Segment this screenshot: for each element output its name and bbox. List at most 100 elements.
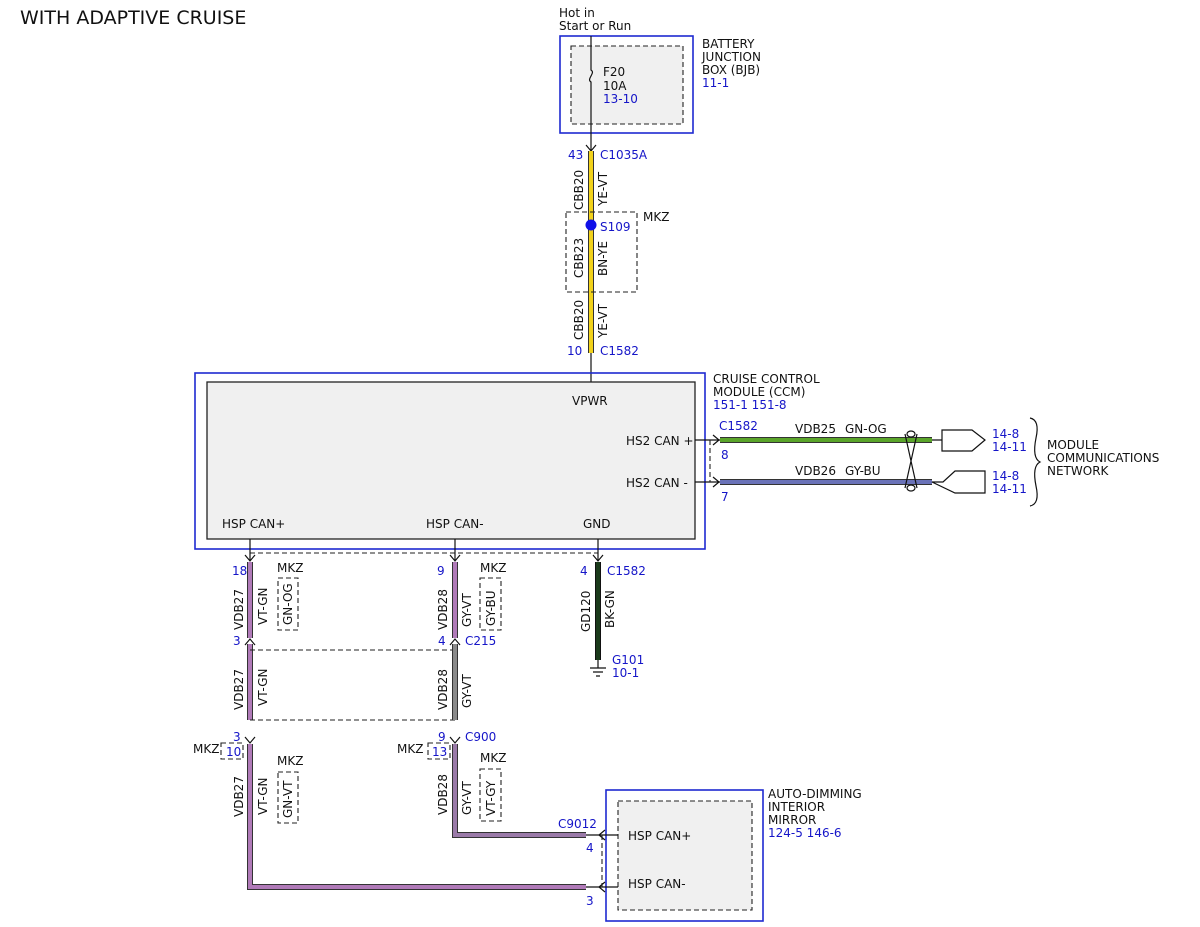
fuse-name: F20: [603, 65, 625, 79]
hsp-plus-opt3-label: MKZ: [277, 754, 303, 768]
mirror-hsp-minus: HSP CAN-: [628, 877, 686, 891]
hsp-plus-opt-pin-box: [220, 742, 244, 760]
ccm-hs2-plus: HS2 CAN +: [626, 434, 694, 448]
ccm-hsp-minus: HSP CAN-: [426, 517, 484, 531]
hs2-plus-continuation-arrow: [932, 429, 986, 452]
mirror-name-3: MIRROR: [768, 813, 816, 827]
mirror-pin-minus: 3: [586, 894, 594, 908]
hsp-plus-pin-marker: [244, 554, 256, 562]
network-brace: [1029, 417, 1042, 507]
c1035a-connector: C1035A: [600, 148, 648, 162]
gnd-color: BK-GN: [603, 590, 617, 628]
ccm-name-1: CRUISE CONTROL: [713, 372, 820, 386]
hs2-plus-color: GN-OG: [845, 422, 887, 436]
hsp-minus-opt3-color: VT-GY: [484, 780, 498, 816]
hsp-minus-opt-pin-box: [427, 742, 451, 760]
bjb-box: [559, 35, 694, 134]
hs2-minus-continuation-arrow: [931, 470, 986, 494]
mirror-inner: [617, 800, 753, 911]
ground-ref: 10-1: [612, 666, 639, 680]
hs2-plus-pin-marker: [712, 434, 720, 446]
hsp-minus-opt-box: [479, 577, 502, 631]
hsp-plus-color2: VT-GN: [256, 669, 270, 706]
hs2-minus-pin-marker: [712, 476, 720, 488]
ccm-box: [194, 372, 706, 550]
bjb-name-3: BOX (BJB): [702, 63, 760, 77]
hsp-plus-wire3-fill: [248, 744, 586, 889]
ccm-hs2-minus: HS2 CAN -: [626, 476, 688, 490]
hsp-plus-pin2: 3: [233, 634, 241, 648]
hsp-plus-opt3-box: [277, 771, 299, 824]
hsp-plus-circuit2: VDB27: [232, 669, 246, 710]
hsp-plus-circuit1: VDB27: [232, 589, 246, 630]
fuse-wire: [588, 36, 594, 150]
hs2-plus-circuit: VDB25: [795, 422, 836, 436]
wire-lower-color: YE-VT: [596, 303, 610, 339]
network-line-3: NETWORK: [1047, 464, 1110, 478]
hs2-minus-ref-2: 14-11: [992, 482, 1027, 496]
hsp-plus-circuit3: VDB27: [232, 776, 246, 817]
hsp-plus-opt-label: MKZ: [277, 561, 303, 575]
hsp-minus-connector2: C215: [465, 634, 496, 648]
mirror-hsp-plus: HSP CAN+: [628, 829, 691, 843]
ccm-hsp-plus: HSP CAN+: [222, 517, 285, 531]
bjb-name-1: BATTERY: [702, 37, 755, 51]
hsp-minus-color1: GY-VT: [460, 593, 474, 627]
network-line-2: COMMUNICATIONS: [1047, 451, 1159, 465]
bjb-ref: 11-1: [702, 76, 729, 90]
hsp-minus-pin3: 9: [438, 730, 446, 744]
hsp-minus-opt-label: MKZ: [480, 561, 506, 575]
hs2-minus-ref-1: 14-8: [992, 469, 1019, 483]
hsp-minus-opt3-box: [479, 768, 502, 822]
ccm-refs: 151-1 151-8: [713, 398, 787, 412]
hsp-minus-opt-pin-label: MKZ: [397, 742, 423, 756]
hsp-minus-pin-marker: [449, 554, 461, 562]
power-source-line2: Start or Run: [559, 19, 631, 33]
hsp-plus-pin1: 18: [232, 564, 247, 578]
wire-lower-circuit: CBB20: [572, 300, 586, 340]
hsp-plus-color1: VT-GN: [256, 588, 270, 625]
gnd-pin: 4: [580, 564, 588, 578]
hsp-minus-pin1: 9: [437, 564, 445, 578]
wire-top-circuit: CBB20: [572, 170, 586, 210]
hsp-plus-pin3-marker: [244, 736, 256, 744]
hs2-plus-ref-1: 14-8: [992, 427, 1019, 441]
hsp-minus-opt-color: GY-BU: [484, 590, 498, 626]
hsp-minus-opt-pin: 13: [432, 745, 447, 759]
c1035a-pin: 43: [568, 148, 583, 162]
hsp-minus-wire3-fill: [453, 744, 586, 837]
hs2-plus-ref-2: 14-11: [992, 440, 1027, 454]
network-line-1: MODULE: [1047, 438, 1099, 452]
twist-bottom: [906, 484, 916, 492]
mirror-connector: C9012: [558, 817, 597, 831]
splice-color: BN-YE: [596, 241, 610, 276]
ccm-vpwr: VPWR: [572, 394, 608, 408]
hsp-minus-pin2: 4: [438, 634, 446, 648]
hsp-plus-opt-pin-label: MKZ: [193, 742, 219, 756]
hsp-plus-color3: VT-GN: [256, 778, 270, 815]
mirror-box: [605, 789, 764, 922]
ground-symbol: [590, 667, 606, 677]
splice-option-label: MKZ: [643, 210, 669, 224]
hsp-minus-pin3-marker: [449, 736, 461, 744]
ground-name: G101: [612, 653, 644, 667]
power-source-line1: Hot in: [559, 6, 595, 20]
ccm-name-2: MODULE (CCM): [713, 385, 805, 399]
diagram-title: WITH ADAPTIVE CRUISE: [20, 7, 246, 29]
mirror-minus-pin-marker: [598, 881, 606, 893]
ccm-inner: [206, 381, 696, 540]
hsp-plus-opt-pin: 10: [226, 745, 241, 759]
gnd-pin-marker: [592, 554, 604, 562]
fuse-rating: 10A: [603, 79, 627, 93]
bjb-inner: [570, 45, 684, 125]
hsp-minus-circuit3: VDB28: [436, 774, 450, 815]
twist-top: [906, 430, 916, 438]
mirror-name-1: AUTO-DIMMING: [768, 787, 862, 801]
hsp-minus-color2: GY-VT: [460, 674, 474, 708]
hsp-minus-circuit1: VDB28: [436, 589, 450, 630]
hsp-minus-color3: GY-VT: [460, 781, 474, 815]
mirror-name-2: INTERIOR: [768, 800, 825, 814]
bjb-name-2: JUNCTION: [701, 50, 761, 64]
hsp-plus-pin2-marker: [244, 638, 256, 646]
splice-dot: [585, 219, 597, 231]
